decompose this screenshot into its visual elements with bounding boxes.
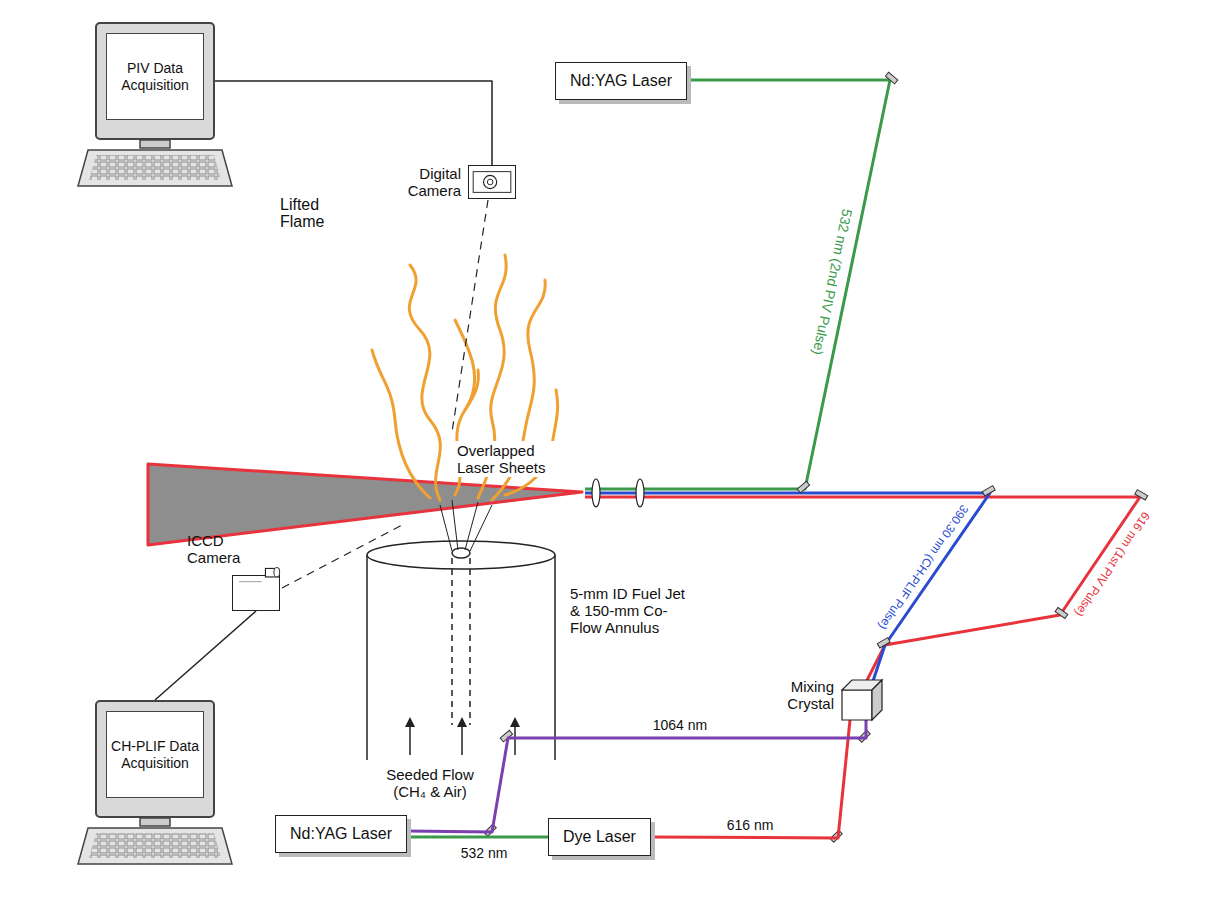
shape-part [409,265,440,500]
shape-part [842,690,872,720]
node-label: Nd:YAG Laser [290,825,392,842]
beam-label: 390.30 nm (CH-PLIF Pulse) [873,500,973,635]
shape-part [484,175,497,188]
mixing-crystal: Mixing Crystal [842,680,882,720]
shape-part [585,80,890,489]
sight-line [282,200,488,588]
shape-part [265,568,278,577]
shape-part [366,555,368,760]
beam-label: 1064 nm [650,717,710,733]
shape-part [409,722,411,755]
connector [407,720,866,832]
beam-label: 616 nm [724,817,777,833]
shape-part [465,370,478,410]
shape-part [452,200,488,432]
node-label: Digital Camera [389,165,461,199]
lens [592,479,644,507]
shape-part [858,730,870,742]
shape-part [469,558,471,725]
shape-part [372,350,430,498]
node-label: ICCD Camera [187,532,267,566]
shape-part [636,479,644,507]
camera-body [469,166,515,198]
shape-part [140,818,170,826]
shape-part [239,581,262,582]
connector [407,835,548,838]
shape-part [1135,490,1148,500]
burner [367,500,555,760]
computer-monitor: PIV Data Acquisition [95,22,215,140]
shape-part [440,500,492,551]
laser-box: Nd:YAG Laser [275,815,407,853]
node-label: Dye Laser [563,828,636,845]
node-label: Nd:YAG Laser [570,72,672,89]
shape-part [473,172,511,193]
shape-part [592,479,600,507]
digital-camera: Digital Camera [468,165,516,199]
shape-part [78,150,232,186]
node-label: Mixing Crystal [770,678,834,712]
shape-part [452,548,470,558]
node-label: PIV Data Acquisition [106,33,204,120]
shape-part [89,155,221,180]
shape-part [1055,607,1068,618]
computer-monitor: CH-PLIF Data Acquisition [95,700,215,818]
iccd-camera: ICCD Camera [232,575,280,611]
shape-part [487,179,493,185]
laser-box: Nd:YAG Laser [555,62,687,100]
laser-box: Dye Laser [548,818,651,856]
shape-part [78,828,232,864]
shape-part [982,486,995,496]
shape-part [282,525,402,588]
shape-part [554,555,556,760]
node-label: CH-PLIF Data Acquisition [106,711,204,798]
beam-label: 532 nm [458,845,511,861]
connector [215,81,492,165]
shape-part [877,638,890,648]
connector [155,611,256,700]
shape-part [885,72,897,84]
shape-part [367,541,555,569]
shape-part [797,481,809,493]
shape-part [830,830,842,842]
flame-label: Lifted Flame [280,196,350,230]
beam-label: 616 nm (1st PIV Pulse) [1069,506,1154,621]
beam-label: 532 nm (2nd PIV Pulse) [808,206,856,359]
shape-part [274,568,280,577]
crystal-cube [842,680,882,720]
flow-label: Seeded Flow (CH₄ & Air) [378,766,482,800]
shape-part [461,722,463,755]
camera-body [233,576,279,610]
shape-part [872,680,882,720]
shape-part [140,140,170,148]
shape-part [89,833,221,858]
shape-part [451,558,453,725]
mirror [484,72,1147,842]
burner-label: 5-mm ID Fuel Jet & 150-mm Co-Flow Annulu… [570,585,698,636]
sheet-label: Overlapped Laser Sheets [455,441,577,477]
